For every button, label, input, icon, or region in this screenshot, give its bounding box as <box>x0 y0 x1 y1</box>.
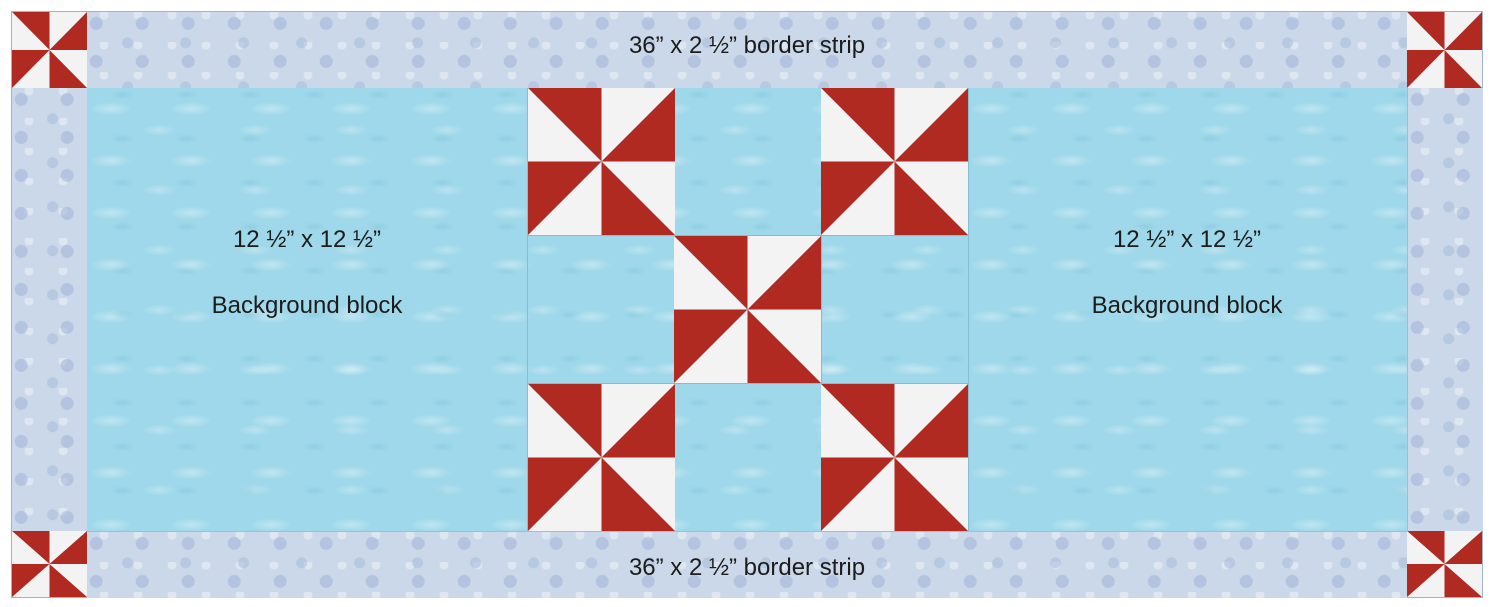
pinwheel-bottom-right <box>821 384 968 531</box>
bottom-border-strip-label: 36” x 2 ½” border strip <box>87 554 1407 582</box>
bottom-border-strip: 36” x 2 ½” border strip <box>87 531 1407 598</box>
left-border-strip <box>12 88 88 531</box>
left-block-name: Background block <box>212 292 403 319</box>
corner-pinwheel-bottom-left <box>12 531 87 597</box>
pinwheel-icon <box>821 384 968 531</box>
corner-pinwheel-top-left <box>12 12 87 88</box>
pinwheel-bottom-left <box>528 384 675 531</box>
pinwheel-icon <box>821 88 968 235</box>
background-field: 12 ½” x 12 ½” Background block 12 ½” x 1… <box>87 88 1407 531</box>
pinwheel-top-left <box>528 88 675 235</box>
right-block-name: Background block <box>1092 292 1283 319</box>
left-background-block-label: 12 ½” x 12 ½” Background block <box>87 226 527 320</box>
right-block-dimension: 12 ½” x 12 ½” <box>967 226 1407 254</box>
pinwheel-icon <box>1407 531 1482 597</box>
right-background-block-label: 12 ½” x 12 ½” Background block <box>967 226 1407 320</box>
pinwheel-icon <box>674 236 821 383</box>
pinwheel-icon <box>12 531 87 597</box>
top-border-strip: 36” x 2 ½” border strip <box>87 12 1407 89</box>
center-pinwheel-block <box>527 88 969 531</box>
pinwheel-icon <box>1407 12 1482 88</box>
corner-pinwheel-bottom-right <box>1407 531 1482 597</box>
pinwheel-icon <box>528 88 675 235</box>
pinwheel-center <box>674 236 821 383</box>
pinwheel-icon <box>12 12 87 88</box>
left-block-dimension: 12 ½” x 12 ½” <box>87 226 527 254</box>
pinwheel-top-right <box>821 88 968 235</box>
corner-pinwheel-top-right <box>1407 12 1482 88</box>
pinwheel-icon <box>528 384 675 531</box>
right-border-strip <box>1407 88 1483 531</box>
quilt-table-runner: 36” x 2 ½” border strip 36” x 2 ½” borde… <box>12 12 1482 597</box>
top-border-strip-label: 36” x 2 ½” border strip <box>87 32 1407 60</box>
